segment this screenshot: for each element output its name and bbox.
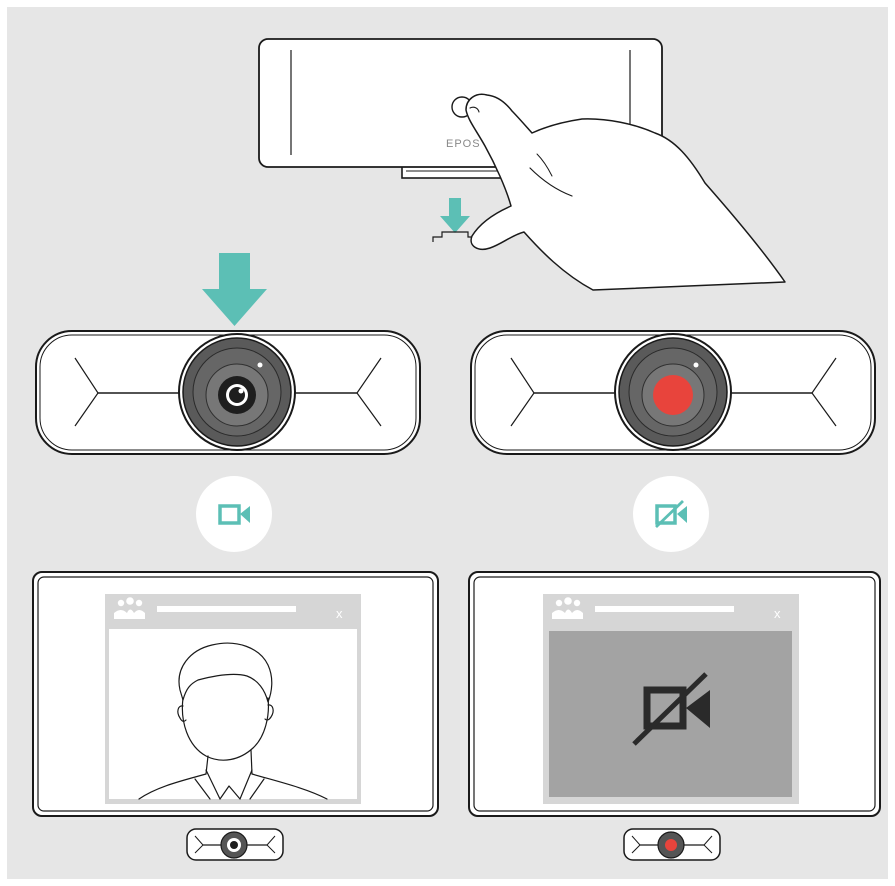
participant-portrait xyxy=(138,642,328,800)
mute-indicator xyxy=(653,375,693,415)
arrow-down-icon xyxy=(202,253,267,326)
close-icon: x xyxy=(774,606,781,621)
monitor-camera-off: x xyxy=(468,571,881,817)
camera-on-device xyxy=(35,330,421,455)
window-title-bar xyxy=(157,606,296,612)
people-icon xyxy=(552,597,583,619)
small-camera-off xyxy=(623,828,721,861)
video-camera-off-icon xyxy=(632,672,710,746)
video-camera-icon xyxy=(196,476,272,552)
video-camera-off-icon xyxy=(633,476,709,552)
people-icon xyxy=(114,597,145,619)
camera-off-device xyxy=(470,330,876,455)
small-camera-on xyxy=(186,828,284,861)
window-title-bar xyxy=(595,606,734,612)
arrow-down-icon xyxy=(440,198,470,233)
video-muted-feed xyxy=(549,631,792,797)
hand-press-icon xyxy=(465,93,786,291)
monitor-camera-on: x xyxy=(32,571,439,817)
remote-brand-text: EPOS xyxy=(446,138,481,150)
close-icon: x xyxy=(336,606,343,621)
